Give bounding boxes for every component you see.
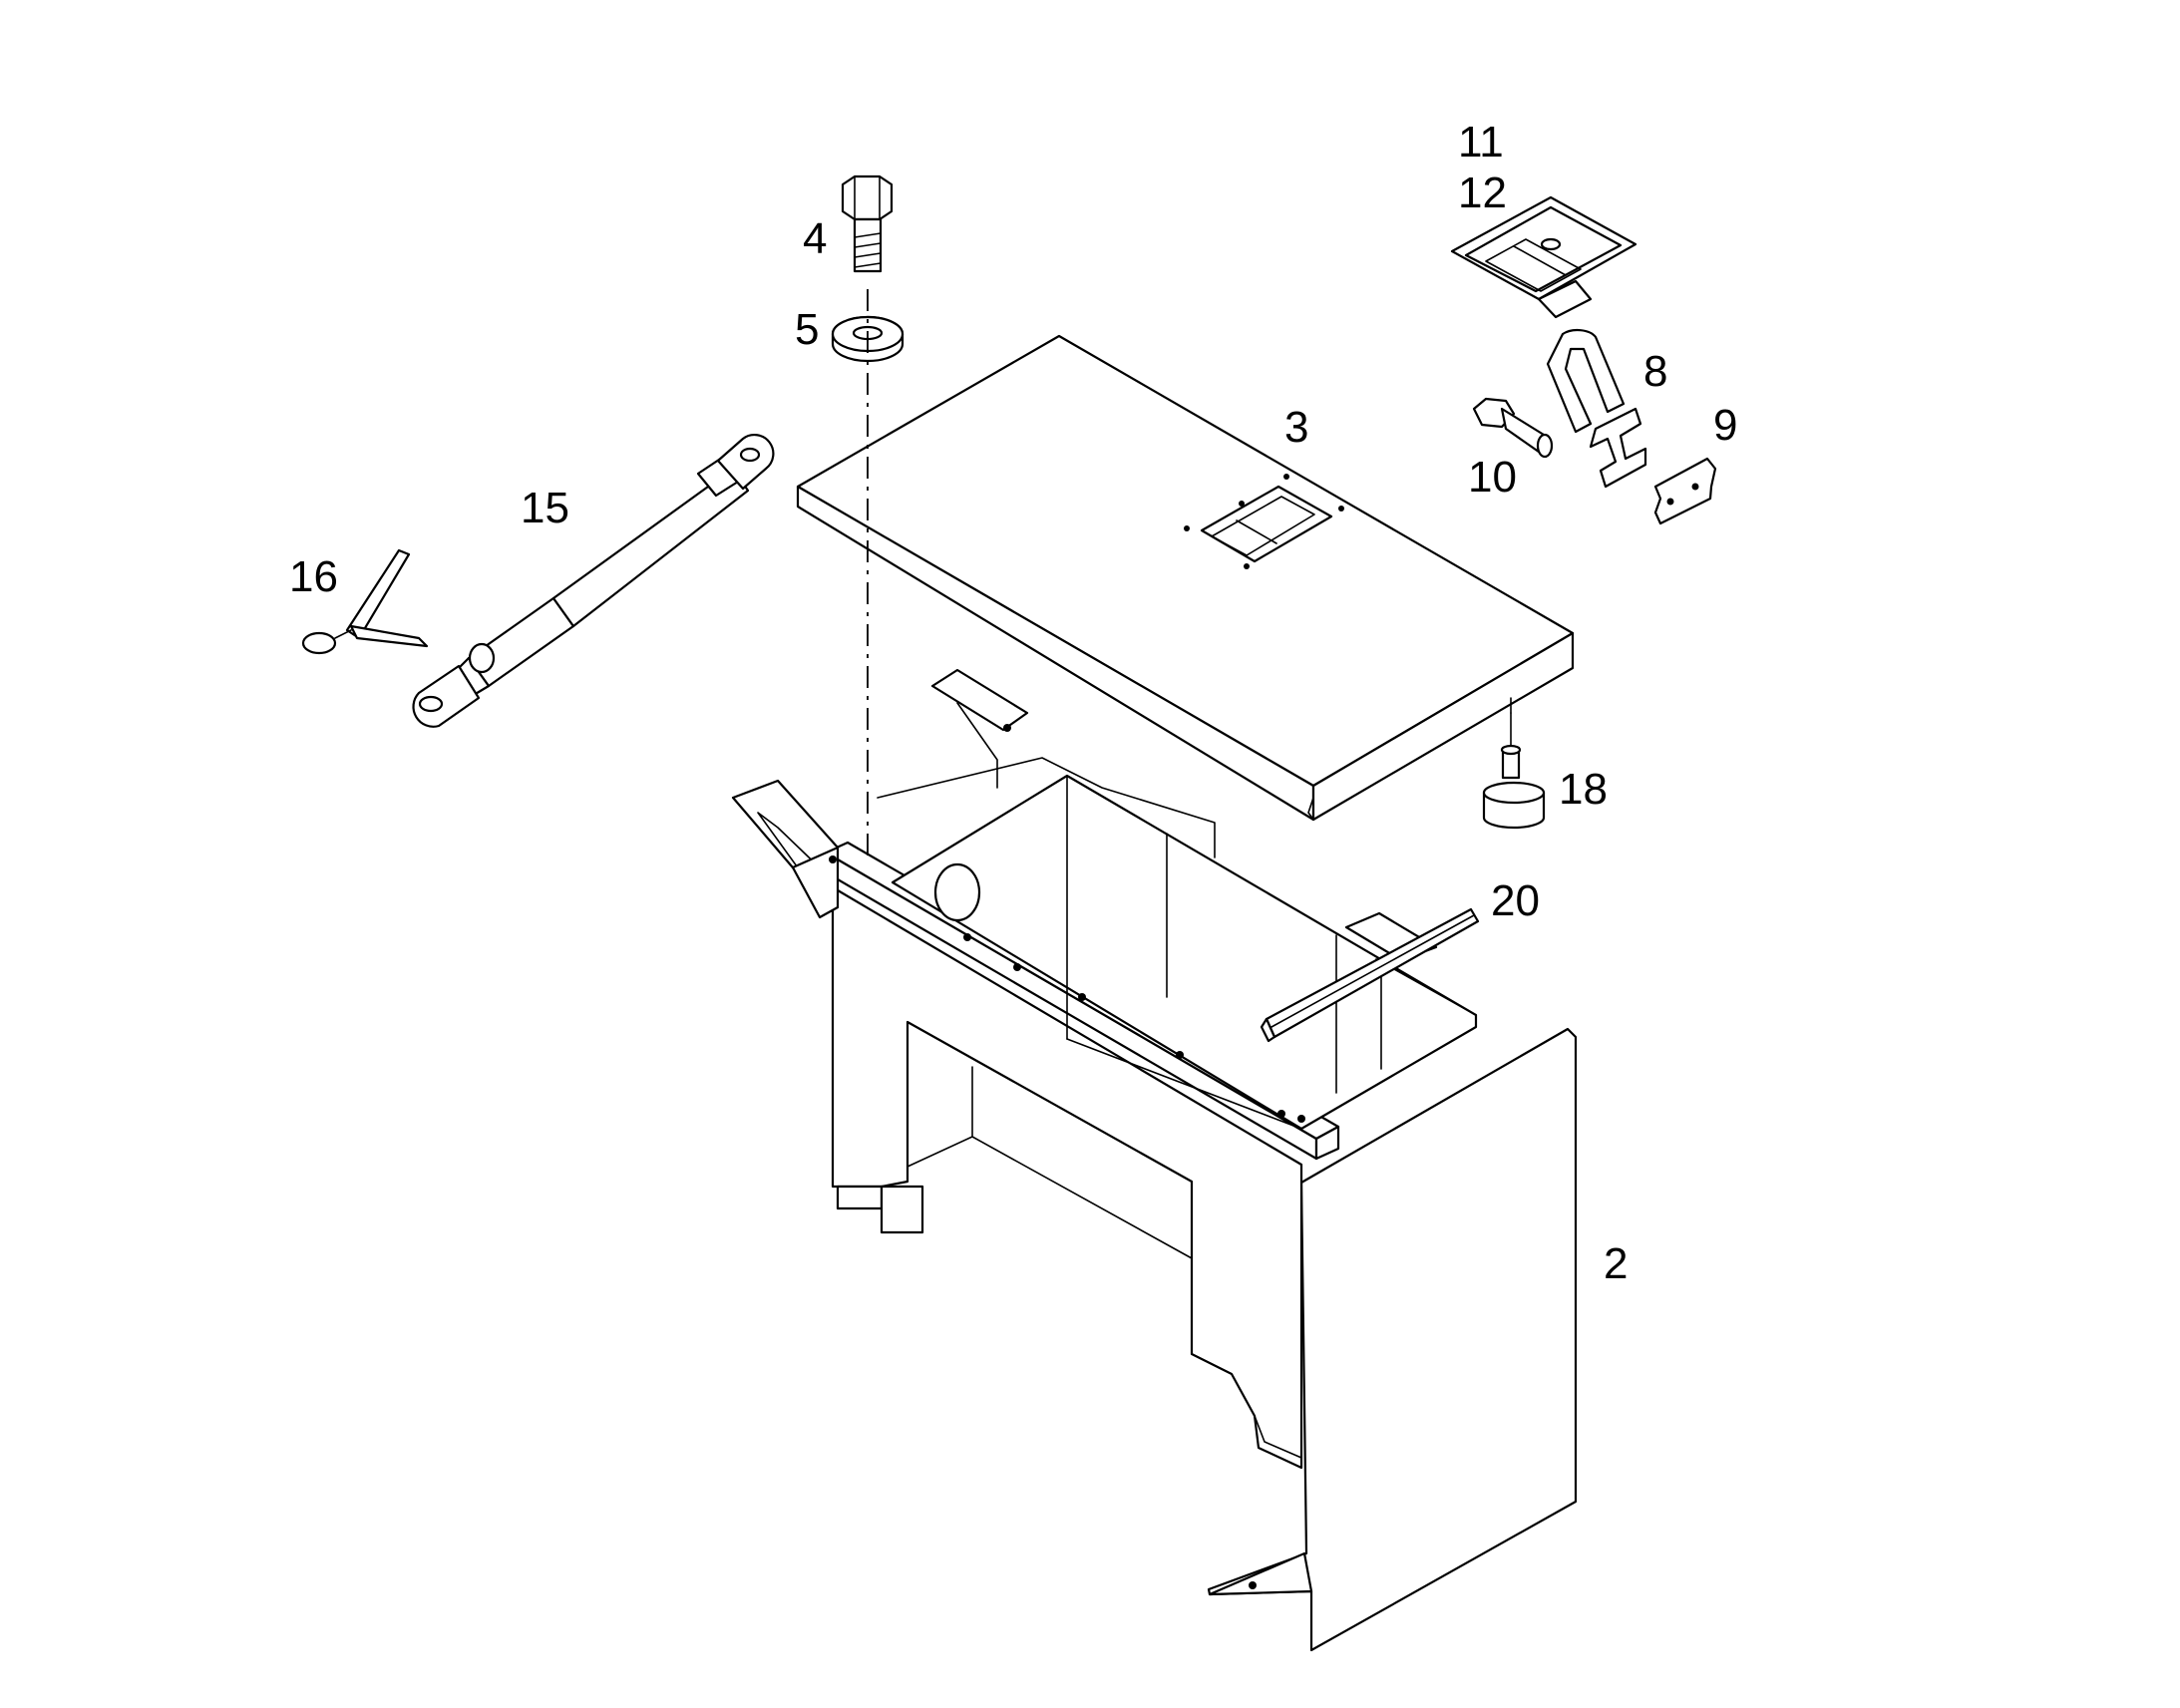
callout-2: 2 [1604, 1239, 1628, 1288]
callout-16: 16 [289, 552, 338, 601]
gas-strut-part-15 [412, 434, 775, 728]
callout-9: 9 [1713, 401, 1737, 450]
bolt-part-10 [1472, 397, 1554, 459]
hook-part-8 [1546, 328, 1647, 489]
callout-20: 20 [1491, 876, 1540, 925]
callout-10: 10 [1468, 453, 1517, 502]
bolt-part-4 [841, 174, 894, 273]
plate-part-9 [1653, 457, 1717, 525]
callout-18: 18 [1559, 765, 1608, 814]
callout-11: 11 [1458, 118, 1504, 167]
lid-part-3 [796, 334, 1575, 822]
strip-part-20 [1260, 907, 1480, 1043]
housing-part-2 [731, 668, 1578, 1652]
callout-5: 5 [795, 305, 819, 354]
callout-8: 8 [1643, 347, 1667, 396]
callout-4: 4 [803, 214, 827, 263]
callout-3: 3 [1284, 403, 1308, 452]
clip-part-16 [301, 548, 429, 655]
callout-12: 12 [1458, 169, 1507, 217]
latch-part-11-12 [1450, 195, 1637, 319]
buffer-part-18 [1482, 712, 1546, 830]
callout-15: 15 [521, 484, 569, 532]
